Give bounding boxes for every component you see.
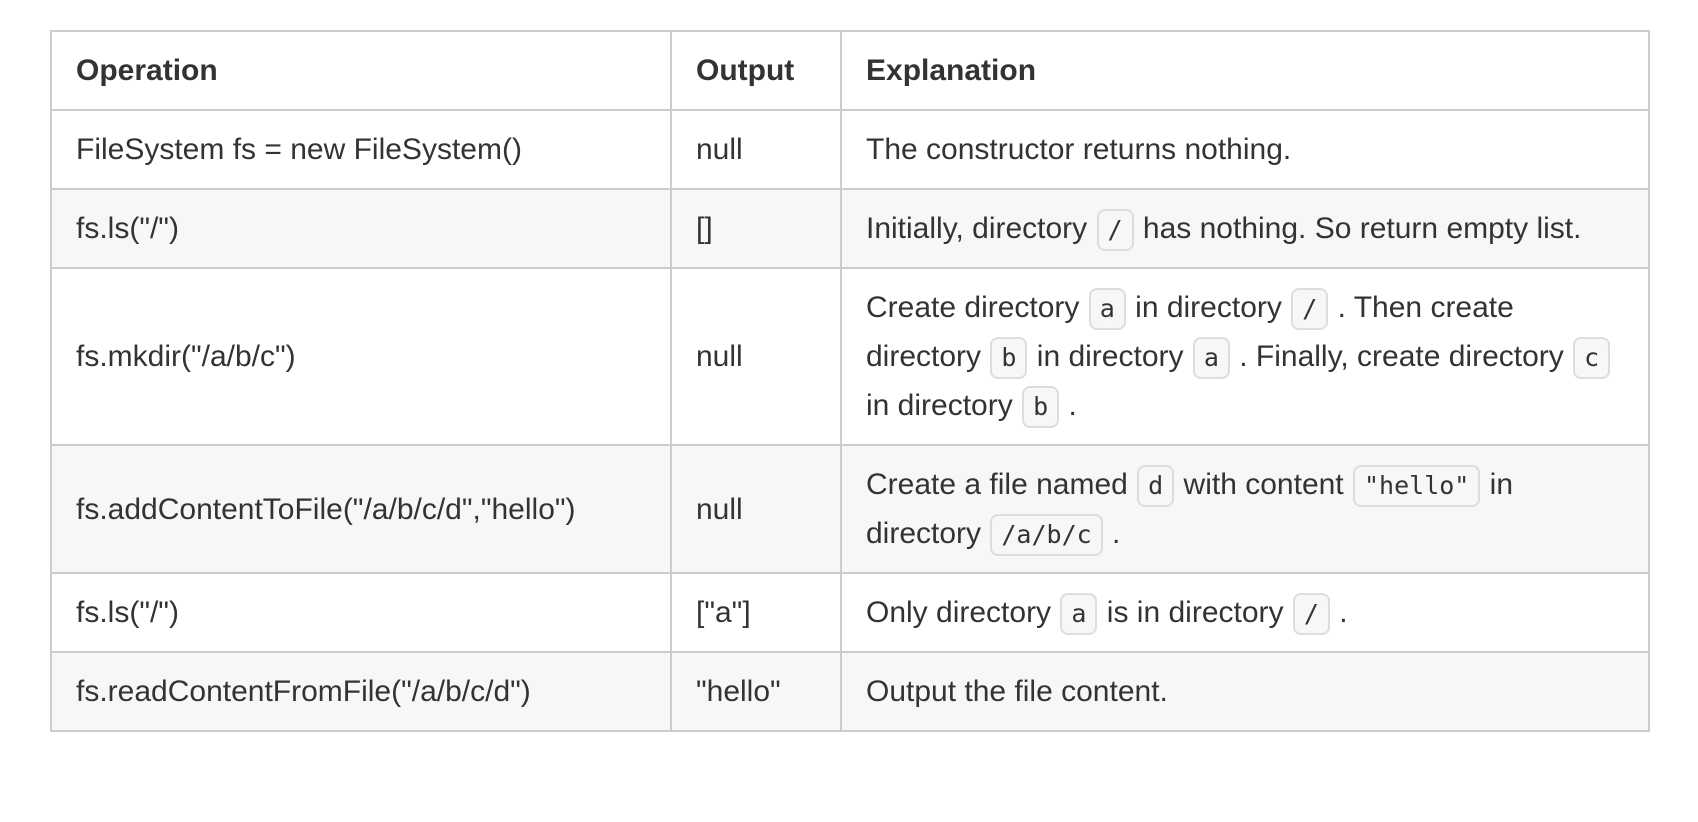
- operation-cell: fs.addContentToFile("/a/b/c/d","hello"): [50, 444, 672, 574]
- operation-cell: fs.ls("/"): [50, 188, 672, 269]
- output-cell: []: [670, 188, 842, 269]
- header-output: Output: [670, 30, 842, 111]
- table-header: Operation Output Explanation: [50, 30, 1650, 111]
- operation-cell: fs.mkdir("/a/b/c"): [50, 267, 672, 446]
- explanation-cell: Only directory a is in directory / .: [840, 572, 1650, 653]
- explanation-cell: Output the file content.: [840, 651, 1650, 732]
- output-cell: "hello": [670, 651, 842, 732]
- inline-code: d: [1137, 465, 1175, 507]
- header-operation: Operation: [50, 30, 672, 111]
- table-row: fs.readContentFromFile("/a/b/c/d")"hello…: [50, 651, 1650, 732]
- inline-code: /: [1291, 288, 1329, 330]
- inline-code: a: [1088, 288, 1126, 330]
- inline-code: b: [1022, 386, 1060, 428]
- table-row: fs.ls("/")["a"]Only directory a is in di…: [50, 572, 1650, 653]
- inline-code: a: [1192, 337, 1230, 379]
- inline-code: a: [1060, 593, 1098, 635]
- operation-cell: FileSystem fs = new FileSystem(): [50, 109, 672, 190]
- explanation-cell: The constructor returns nothing.: [840, 109, 1650, 190]
- inline-code: /: [1096, 209, 1134, 251]
- output-cell: null: [670, 267, 842, 446]
- operation-cell: fs.readContentFromFile("/a/b/c/d"): [50, 651, 672, 732]
- inline-code: b: [990, 337, 1028, 379]
- explanation-cell: Create directory a in directory / . Then…: [840, 267, 1650, 446]
- header-explanation: Explanation: [840, 30, 1650, 111]
- explanation-cell: Initially, directory / has nothing. So r…: [840, 188, 1650, 269]
- output-cell: null: [670, 109, 842, 190]
- inline-code: "hello": [1352, 465, 1481, 507]
- table-row: fs.addContentToFile("/a/b/c/d","hello")n…: [50, 444, 1650, 574]
- header-row: Operation Output Explanation: [50, 30, 1650, 111]
- inline-code: /: [1292, 593, 1330, 635]
- explanation-cell: Create a file named d with content "hell…: [840, 444, 1650, 574]
- inline-code: c: [1573, 337, 1611, 379]
- output-cell: null: [670, 444, 842, 574]
- page-wrap: Operation Output Explanation FileSystem …: [50, 30, 1650, 732]
- output-cell: ["a"]: [670, 572, 842, 653]
- filesystem-operations-table: Operation Output Explanation FileSystem …: [50, 30, 1650, 732]
- inline-code: /a/b/c: [990, 514, 1103, 556]
- operation-cell: fs.ls("/"): [50, 572, 672, 653]
- table-row: fs.ls("/")[]Initially, directory / has n…: [50, 188, 1650, 269]
